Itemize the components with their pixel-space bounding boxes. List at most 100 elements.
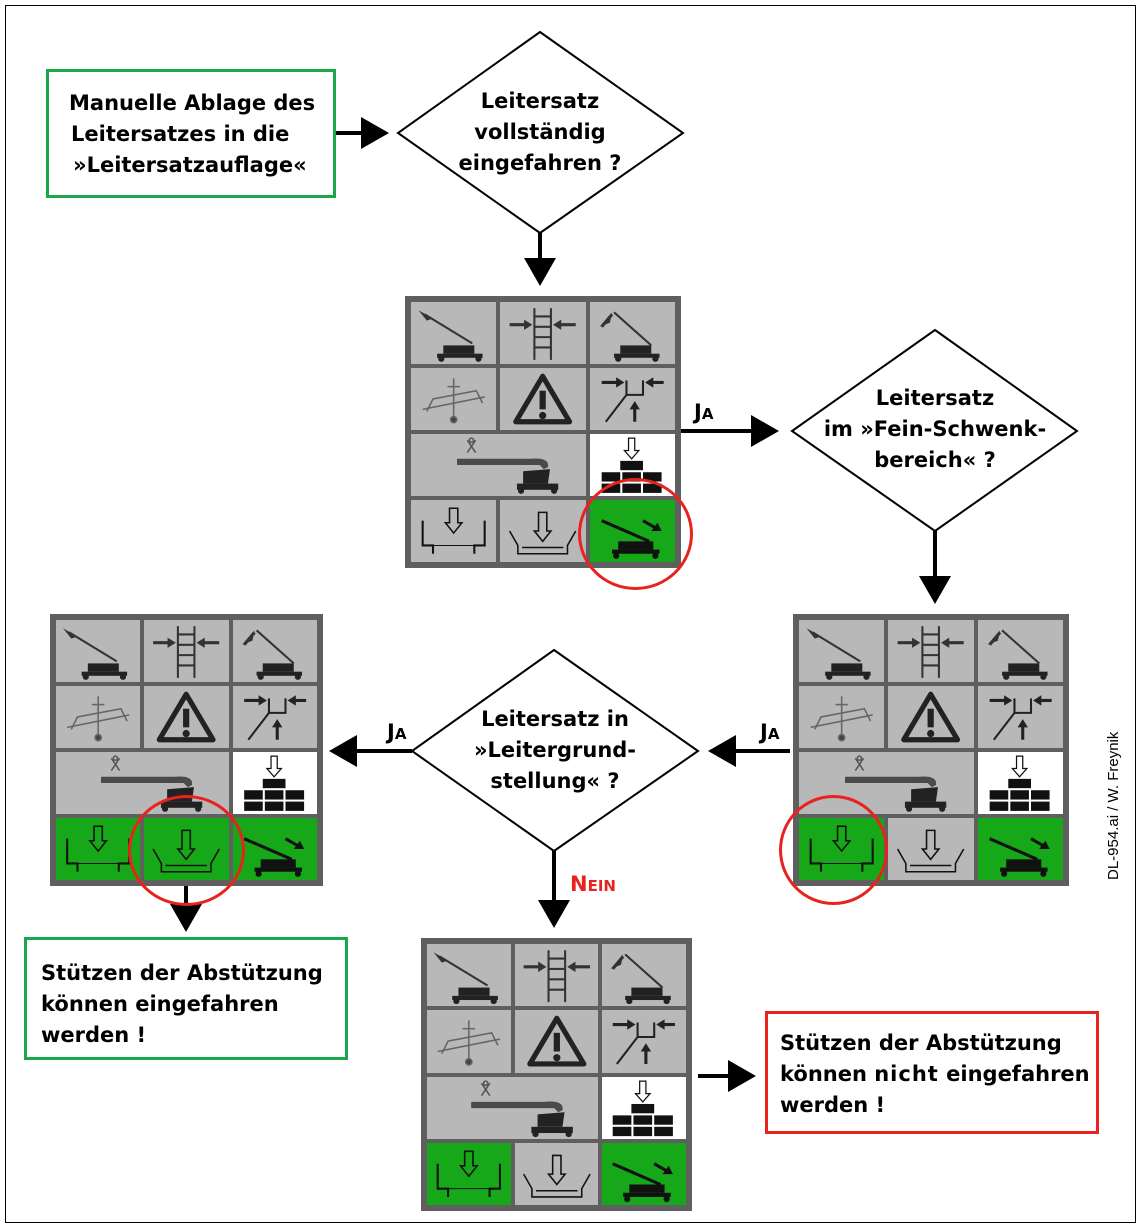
ladder-raise-icon	[978, 620, 1063, 682]
panel-2-warning-cell	[888, 686, 974, 748]
warning-icon	[144, 686, 228, 748]
start-line-2: Leitersatzes in die	[71, 122, 290, 146]
outrigger-tray-icon	[515, 1143, 599, 1205]
decision-1-line-1: Leitersatz	[480, 89, 600, 113]
decision-3-line-2: »Leitergrund-	[473, 738, 637, 762]
outrigger-retract-icon	[427, 1143, 511, 1205]
panel-1-button-2[interactable]	[500, 500, 586, 562]
decision-2-text: Leitersatz im »Fein-Schwenk- bereich« ?	[820, 383, 1050, 476]
panel-2-vehicle-tilt-cell	[799, 686, 885, 748]
warning-icon	[515, 1010, 599, 1072]
no-label-n: N	[570, 872, 588, 896]
outrigger-blocks-icon	[602, 1077, 686, 1139]
turntable-icon	[411, 434, 586, 496]
warning-icon	[888, 686, 973, 748]
panel-3-vehicle-tilt-cell	[56, 686, 141, 748]
panel-4-button-3[interactable]	[602, 1142, 686, 1205]
yes-label-3: JA	[387, 720, 406, 744]
ladder-lower-icon	[799, 620, 884, 682]
outrigger-tray-icon	[888, 818, 973, 880]
start-box: Manuelle Ablage des Leitersatzes in die …	[46, 69, 336, 198]
panel-1-ladder-retract-cell	[500, 302, 586, 364]
panel-4-warning-cell	[514, 1010, 599, 1073]
ladder-retract-icon	[888, 620, 973, 682]
highlight-ring-1	[578, 478, 693, 590]
panel-3-ladder-raise-cell	[232, 620, 317, 682]
panel-1-warning-cell	[500, 368, 586, 430]
panel-1-ladder-lower-cell	[411, 302, 497, 364]
decision-2-line-1: Leitersatz	[875, 386, 995, 410]
control-panel-2	[793, 614, 1069, 886]
yes-label-1-j: J	[694, 400, 702, 424]
panel-2-button-3[interactable]	[977, 818, 1063, 880]
highlight-ring-2	[779, 795, 888, 905]
yes-label-2: JA	[760, 720, 779, 744]
panel-4-ladder-support-cell	[602, 1010, 686, 1073]
result-ok-line-1: Stützen der Abstützung	[41, 961, 323, 985]
result-ok-line-3: werden !	[41, 1023, 147, 1047]
yes-label-3-j: J	[387, 720, 395, 744]
panel-3-warning-cell	[144, 686, 229, 748]
outrigger-blocks-icon	[233, 752, 317, 814]
panel-3-button-1[interactable]	[56, 818, 141, 880]
decision-2-line-2: im »Fein-Schwenk-	[823, 417, 1047, 441]
yes-label-1-a: A	[701, 405, 714, 423]
ladder-raise-icon	[233, 620, 317, 682]
result-fail-text-c: eingefahren	[938, 1062, 1090, 1086]
result-fail-line-3: werden !	[780, 1093, 886, 1117]
warning-icon	[500, 368, 585, 430]
ladder-support-icon	[978, 686, 1063, 748]
decision-3-line-3: stellung« ?	[490, 769, 620, 793]
outrigger-retract-icon	[411, 500, 496, 562]
panel-1-button-1[interactable]	[411, 500, 497, 562]
result-ok-line-2: können eingefahren	[41, 992, 279, 1016]
ladder-lower-icon	[56, 620, 140, 682]
vehicle-tilt-icon	[411, 368, 496, 430]
decision-3-text: Leitersatz in »Leitergrund- stellung« ?	[445, 704, 665, 797]
panel-4-button-1[interactable]	[427, 1142, 511, 1205]
panel-1-ladder-raise-cell	[589, 302, 675, 364]
panel-2-button-2[interactable]	[888, 818, 974, 880]
panel-2-outrigger-blocks-cell	[977, 752, 1063, 814]
panel-3-ladder-lower-cell	[56, 620, 141, 682]
result-ok-box: Stützen der Abstützung können eingefahre…	[24, 937, 348, 1060]
ladder-lower-icon	[427, 944, 511, 1006]
panel-3-ladder-retract-cell	[144, 620, 229, 682]
panel-4-ladder-lower-cell	[427, 944, 511, 1007]
ladder-lower-icon	[411, 302, 496, 364]
highlight-ring-3	[128, 795, 245, 906]
vehicle-tilt-icon	[56, 686, 140, 748]
panel-3-ladder-support-cell	[232, 686, 317, 748]
panel-2-ladder-lower-cell	[799, 620, 885, 682]
ladder-support-icon	[590, 368, 675, 430]
vehicle-tilt-icon	[427, 1010, 511, 1072]
control-panel-3	[50, 614, 323, 886]
ladder-retract-icon	[500, 302, 585, 364]
diagram-frame	[5, 5, 1136, 1223]
ladder-retract-icon	[144, 620, 228, 682]
panel-1-turntable-cell	[411, 434, 586, 496]
credit-text: DL-954.ai / W. Freynik	[1105, 731, 1122, 880]
decision-3-line-1: Leitersatz in	[481, 707, 629, 731]
turntable-icon	[427, 1077, 598, 1139]
no-label: NEIN	[570, 872, 616, 896]
yes-label-2-j: J	[760, 720, 768, 744]
panel-1-ladder-support-cell	[589, 368, 675, 430]
panel-3-button-3[interactable]	[232, 818, 317, 880]
ladder-support-icon	[233, 686, 317, 748]
panel-2-ladder-retract-cell	[888, 620, 974, 682]
yes-label-1: JA	[694, 400, 713, 424]
start-line-3: »Leitersatzauflage«	[73, 153, 307, 177]
control-panel-4	[421, 938, 692, 1211]
result-fail-box: Stützen der Abstützung können nicht eing…	[765, 1011, 1099, 1134]
yes-label-2-a: A	[767, 725, 780, 743]
panel-4-button-2[interactable]	[514, 1142, 599, 1205]
panel-4-ladder-retract-cell	[514, 944, 599, 1007]
ladder-rest-icon	[602, 1143, 686, 1205]
turntable-icon	[799, 752, 974, 814]
outrigger-blocks-icon	[978, 752, 1063, 814]
panel-3-outrigger-blocks-cell	[232, 752, 317, 814]
ladder-rest-icon	[233, 818, 317, 880]
result-fail-line-2: können nicht eingefahren	[780, 1059, 1096, 1090]
ladder-retract-icon	[515, 944, 599, 1006]
